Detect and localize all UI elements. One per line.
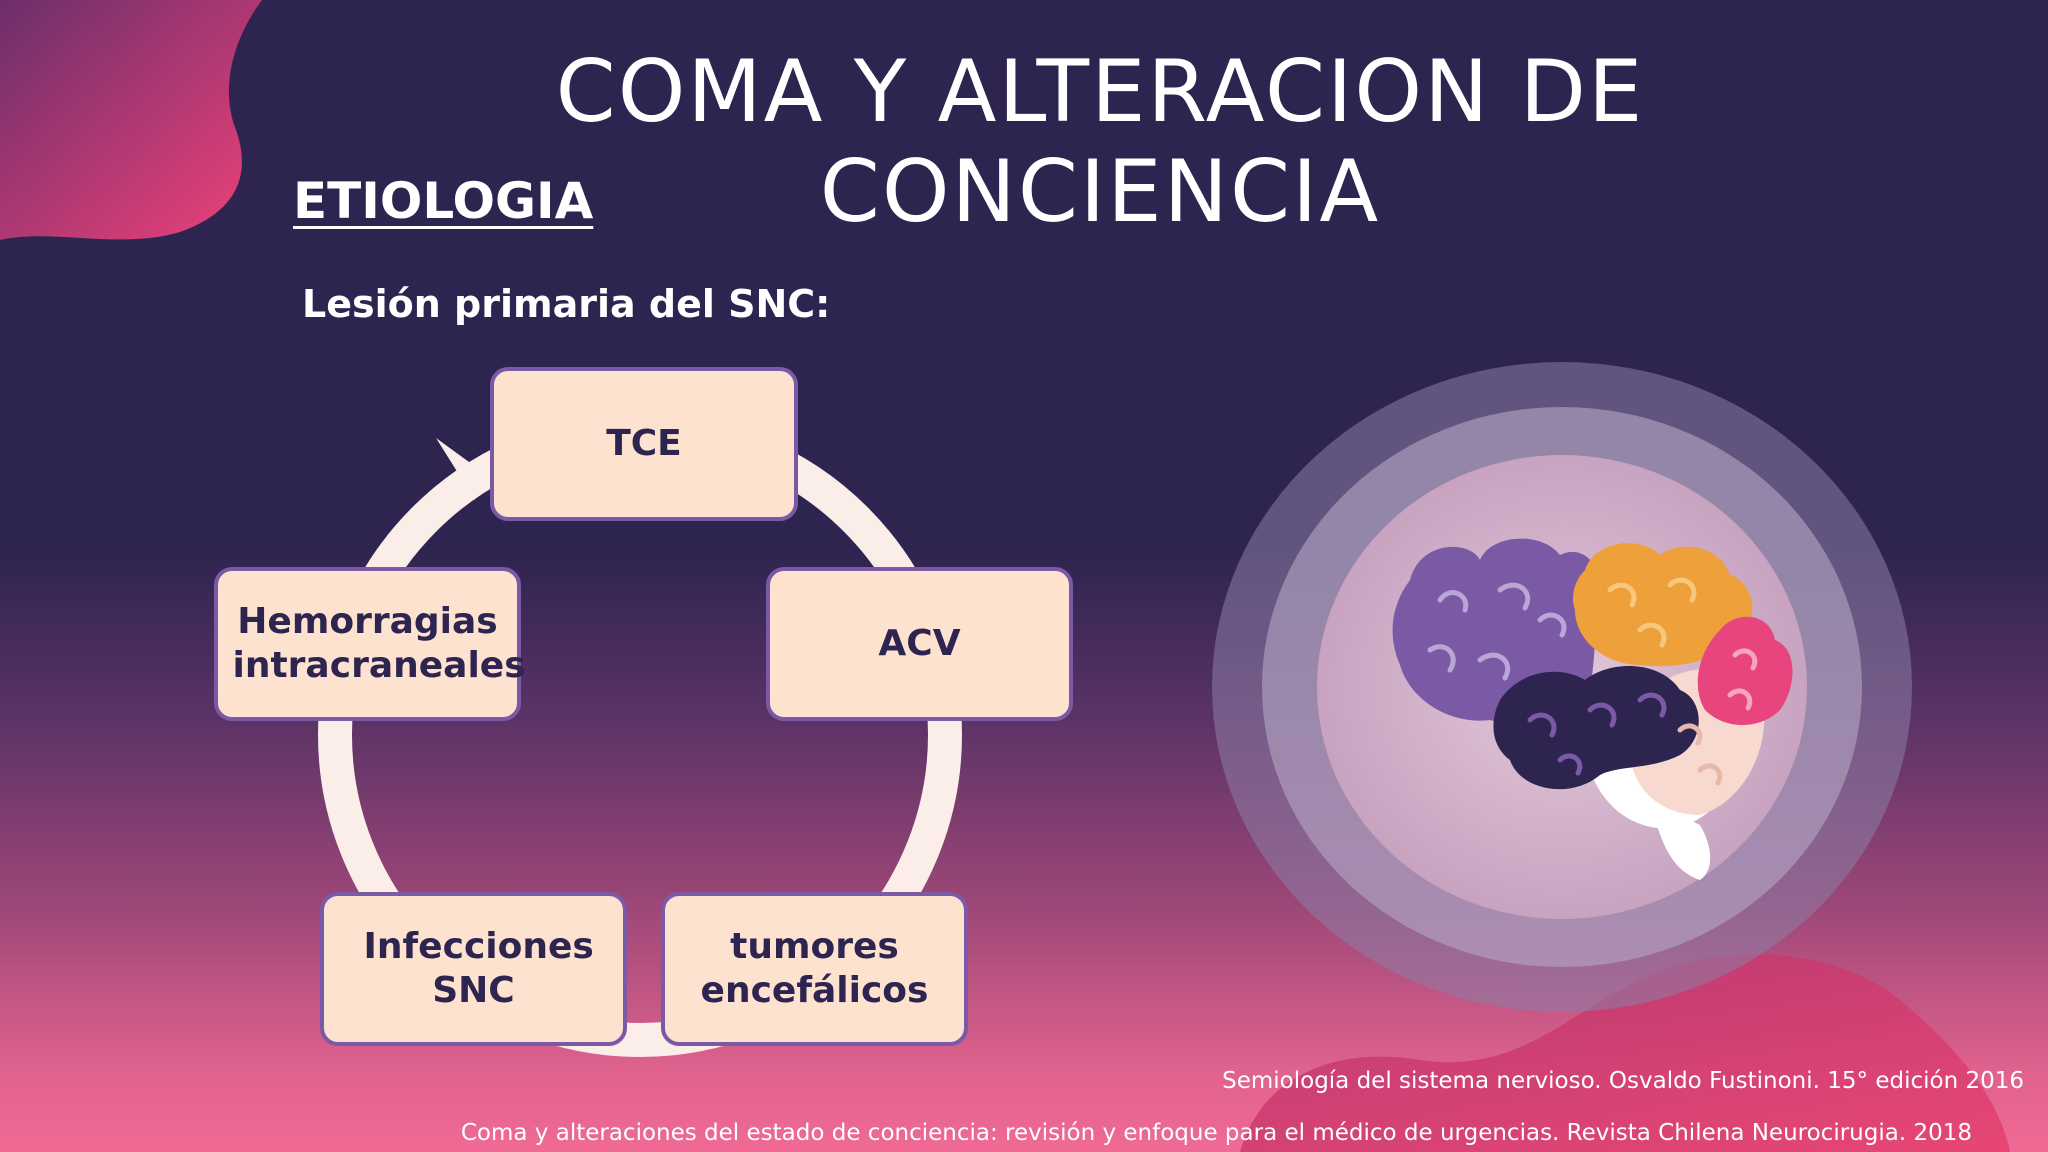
node-label: Infecciones SNC [363,926,594,1011]
section-heading: ETIOLOGIA [293,172,594,230]
node-infecciones: Infecciones SNC [320,892,627,1046]
node-tumores: tumores encefálicos [661,892,968,1046]
node-hemorragias: Hemorragias intracraneales [214,567,526,721]
slide-title: COMA Y ALTERACION DE CONCIENCIA [555,42,1645,242]
node-acv: ACV [766,567,1073,721]
node-label: TCE [606,423,682,464]
node-label: ACV [878,623,961,664]
node-label: tumores encefálicos [700,926,929,1011]
brain-icon [1392,538,1793,880]
reference-2: Coma y alteraciones del estado de concie… [460,1120,1972,1146]
node-label: Hemorragias intracraneales [232,601,526,686]
lead-text: Lesión primaria del SNC: [302,282,831,326]
cycle-arrow-head [436,438,480,500]
reference-1: Semiología del sistema nervioso. Osvaldo… [1222,1068,2024,1094]
node-tce: TCE [490,367,798,521]
